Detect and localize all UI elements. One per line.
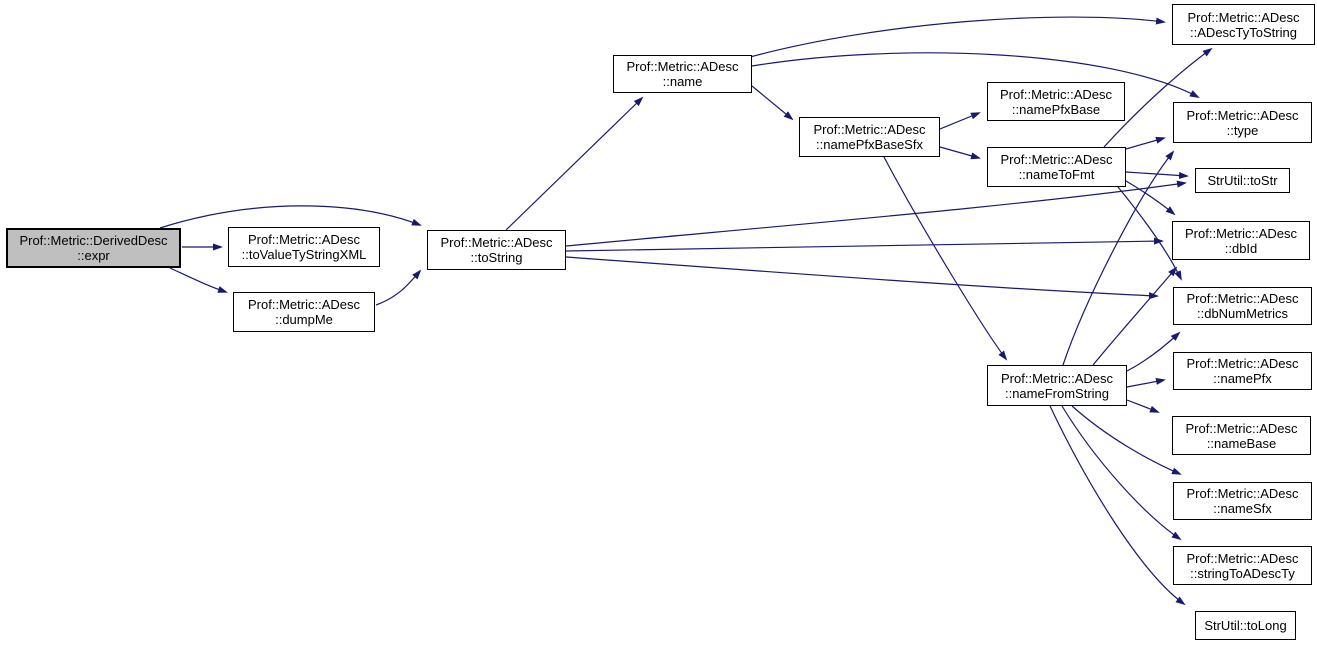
edge-toString-dbNumMetrics xyxy=(565,256,1159,300)
edge-name-namePfxBaseSfx xyxy=(751,85,794,121)
node-label-line: ::nameToFmt xyxy=(1018,167,1095,182)
node-label-line: Prof::Metric::ADesc xyxy=(1186,356,1299,371)
node-label-line: Prof::Metric::DerivedDesc xyxy=(19,233,168,248)
edge-nameToFmt-dbId xyxy=(1125,180,1176,216)
node-label-line: Prof::Metric::ADesc xyxy=(813,122,926,137)
node-label-line: ::dumpMe xyxy=(275,312,333,327)
node-label-line: ::nameBase xyxy=(1206,435,1277,451)
node-label-line: ::dbId xyxy=(1224,240,1258,256)
edge-toString-toStr xyxy=(565,180,1187,247)
edge-nameFromString-nameBase xyxy=(1126,399,1160,413)
node-label-line: StrUtil::toStr xyxy=(1207,173,1278,188)
node-label-line: Prof::Metric::ADesc xyxy=(1187,9,1300,25)
node-label-line: ::namePfxBaseSfx xyxy=(816,137,923,152)
node-label-line: Prof::Metric::ADesc xyxy=(248,232,360,247)
edge-nameFromString-namePfx xyxy=(1126,378,1166,388)
edge-namePfxBaseSfx-nameToFmt xyxy=(939,146,981,160)
node-label-line: Prof::Metric::ADesc xyxy=(1000,152,1113,167)
edge-nameFromString-type xyxy=(1062,150,1175,366)
node-label-line: ::nameSfx xyxy=(1213,501,1272,516)
node-label-line: ::expr xyxy=(77,248,110,263)
node-label-line: ::toString xyxy=(470,250,523,265)
node-label-line: Prof::Metric::ADesc xyxy=(248,297,360,312)
edge-expr-dumpMe xyxy=(169,267,228,293)
node-label-line: ::name xyxy=(662,74,703,89)
edge-nameFromString-dbNumMetrics xyxy=(1126,331,1181,372)
node-name[interactable]: Prof::Metric::ADesc::name xyxy=(613,55,752,93)
node-label-line: Prof::Metric::ADesc xyxy=(440,235,553,250)
node-label-line: ::stringToADescTy xyxy=(1190,565,1295,581)
node-dumpMe[interactable]: Prof::Metric::ADesc::dumpMe xyxy=(233,292,375,332)
node-label-line: Prof::Metric::ADesc xyxy=(1186,107,1299,123)
edge-expr-toString xyxy=(159,205,422,229)
node-dbNumMetrics[interactable]: Prof::Metric::ADesc::dbNumMetrics xyxy=(1173,287,1312,325)
edge-nameFromString-toLong xyxy=(1049,405,1186,606)
edge-nameFromString-dbId xyxy=(1092,266,1178,366)
edge-nameToFmt-ADescTyToString xyxy=(1103,47,1213,148)
node-label-line: ::namePfxBase xyxy=(1011,101,1101,117)
node-label-line: ::dbNumMetrics xyxy=(1196,306,1289,321)
node-label-line: Prof::Metric::ADesc xyxy=(1186,291,1299,306)
edge-nameFromString-stringToADescTy xyxy=(1061,405,1182,541)
node-label-line: ::nameFromString xyxy=(1004,385,1110,401)
node-label-line: ::namePfx xyxy=(1213,371,1272,386)
node-label-line: Prof::Metric::ADesc xyxy=(1185,420,1298,436)
node-namePfxBase[interactable]: Prof::Metric::ADesc::namePfxBase xyxy=(987,82,1125,121)
node-namePfxBaseSfx[interactable]: Prof::Metric::ADesc::namePfxBaseSfx xyxy=(799,117,940,157)
node-dbId[interactable]: Prof::Metric::ADesc::dbId xyxy=(1172,221,1310,260)
node-label-line: Prof::Metric::ADesc xyxy=(1001,370,1113,386)
node-label-line: Prof::Metric::ADesc xyxy=(1185,225,1297,241)
node-label-line: Prof::Metric::ADesc xyxy=(1186,486,1299,501)
edge-name-type xyxy=(751,52,1200,98)
node-nameBase[interactable]: Prof::Metric::ADesc::nameBase xyxy=(1172,416,1311,455)
edge-nameFromString-nameSfx xyxy=(1071,405,1182,475)
edge-namePfxBaseSfx-nameFromString xyxy=(883,156,1008,361)
edge-namePfxBaseSfx-namePfxBase xyxy=(939,112,981,130)
edge-nameToFmt-type xyxy=(1125,136,1166,150)
node-label-line: StrUtil::toLong xyxy=(1204,618,1287,633)
node-label-line: ::toValueTyStringXML xyxy=(241,247,367,262)
node-stringToADescTy[interactable]: Prof::Metric::ADesc::stringToADescTy xyxy=(1173,546,1312,585)
node-nameSfx[interactable]: Prof::Metric::ADesc::nameSfx xyxy=(1173,482,1312,520)
node-label-line: ::type xyxy=(1226,122,1259,138)
node-label-line: Prof::Metric::ADesc xyxy=(1000,86,1112,102)
edge-toString-name xyxy=(505,96,644,231)
node-nameFromString[interactable]: Prof::Metric::ADesc::nameFromString xyxy=(987,365,1127,406)
node-toStr[interactable]: StrUtil::toStr xyxy=(1195,168,1290,193)
node-type[interactable]: Prof::Metric::ADesc::type xyxy=(1173,102,1312,143)
node-ADescTyToString[interactable]: Prof::Metric::ADesc::ADescTyToString xyxy=(1172,4,1315,45)
node-toValueTyStringXML[interactable]: Prof::Metric::ADesc::toValueTyStringXML xyxy=(228,227,380,267)
edge-dumpMe-toString xyxy=(375,269,422,306)
edge-toString-dbId xyxy=(565,237,1164,252)
node-toLong[interactable]: StrUtil::toLong xyxy=(1195,611,1296,640)
edge-name-ADescTyToString xyxy=(749,16,1166,58)
node-label-line: ::ADescTyToString xyxy=(1190,24,1297,40)
node-toString[interactable]: Prof::Metric::ADesc::toString xyxy=(427,230,566,270)
node-namePfx[interactable]: Prof::Metric::ADesc::namePfx xyxy=(1173,352,1312,390)
node-expr[interactable]: Prof::Metric::DerivedDesc::expr xyxy=(6,228,181,268)
node-label-line: Prof::Metric::ADesc xyxy=(626,59,739,74)
node-label-line: Prof::Metric::ADesc xyxy=(1186,550,1299,566)
node-nameToFmt[interactable]: Prof::Metric::ADesc::nameToFmt xyxy=(987,147,1126,187)
